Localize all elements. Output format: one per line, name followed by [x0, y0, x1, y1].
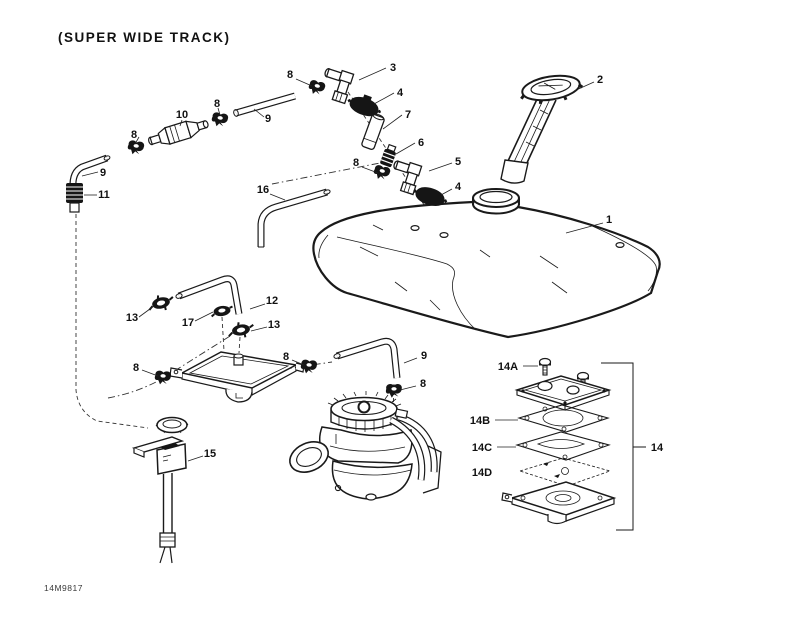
elbow-hose-12 [175, 275, 243, 315]
part-label-5: 5 [455, 156, 461, 168]
document-code: 14M9817 [44, 583, 83, 593]
part-label-14C: 14C [472, 442, 492, 454]
part-label-8: 8 [214, 98, 220, 110]
part-label-12: 12 [266, 295, 278, 307]
part-label-9: 9 [265, 113, 271, 125]
check-valve-6 [380, 143, 397, 168]
part-label-4: 4 [455, 181, 462, 193]
kit-gasket-14C [515, 431, 611, 461]
part-label-16: 16 [257, 184, 269, 196]
kit-pump-body [501, 481, 617, 525]
part-labels: 3 4 7 6 8 8 5 4 2 1 8 10 8 9 9 11 16 13 … [98, 62, 664, 479]
part-label-1: 1 [606, 214, 612, 226]
vent-hose-16 [257, 188, 331, 248]
part-label-14A: 14A [498, 361, 518, 373]
part-label-6: 6 [418, 137, 424, 149]
part-label-8: 8 [283, 351, 289, 363]
part-label-9: 9 [100, 167, 106, 179]
carburetor [289, 391, 442, 501]
kit-top-cover [514, 375, 612, 411]
fuel-valve-petcock [131, 416, 189, 564]
part-label-14: 14 [651, 442, 664, 454]
inline-fuel-filter [148, 120, 209, 146]
grommet-upper [347, 94, 382, 117]
pump-kit [501, 357, 646, 531]
hose-clamp-13-right [225, 318, 257, 342]
kit-bracket-14 [601, 362, 646, 531]
grommet-lower [413, 187, 448, 207]
fuel-gauge-sender [500, 74, 584, 184]
page-title: (SUPER WIDE TRACK) [58, 30, 231, 45]
elbow-fitting-lower [393, 160, 423, 196]
part-label-8: 8 [287, 69, 293, 81]
filter-tube-7 [361, 113, 385, 151]
part-label-13: 13 [126, 312, 138, 324]
part-label-8: 8 [131, 129, 137, 141]
filler-neck [472, 188, 520, 215]
part-label-9: 9 [421, 350, 427, 362]
part-label-8: 8 [133, 362, 139, 374]
kit-diaphragm-14D [518, 457, 612, 487]
part-label-3: 3 [390, 62, 396, 74]
reservoir-plate [169, 351, 305, 403]
grommet-17 [210, 305, 233, 318]
tank-surface-highlights [359, 224, 568, 311]
part-label-8: 8 [353, 157, 359, 169]
part-label-17: 17 [182, 317, 194, 329]
fuel-hose-upper-right [233, 92, 296, 117]
part-label-2: 2 [597, 74, 603, 86]
part-label-7: 7 [405, 109, 411, 121]
fuel-tank [312, 188, 661, 339]
part-label-13: 13 [268, 319, 280, 331]
kit-gasket-14B [517, 404, 610, 433]
part-label-15: 15 [204, 448, 216, 460]
part-label-4: 4 [397, 87, 404, 99]
hose-clamp-13-left [145, 291, 177, 315]
tank-mount-holes [410, 225, 625, 249]
elbow-fitting-upper [324, 68, 355, 105]
part-label-14B: 14B [470, 415, 490, 427]
part-label-10: 10 [176, 109, 188, 121]
carb-fuel-hose [333, 337, 401, 379]
part-label-11: 11 [98, 189, 110, 201]
hose-sleeve-11 [66, 183, 83, 213]
part-label-14D: 14D [472, 467, 492, 479]
part-label-8: 8 [420, 378, 426, 390]
leader-lines [81, 67, 604, 462]
